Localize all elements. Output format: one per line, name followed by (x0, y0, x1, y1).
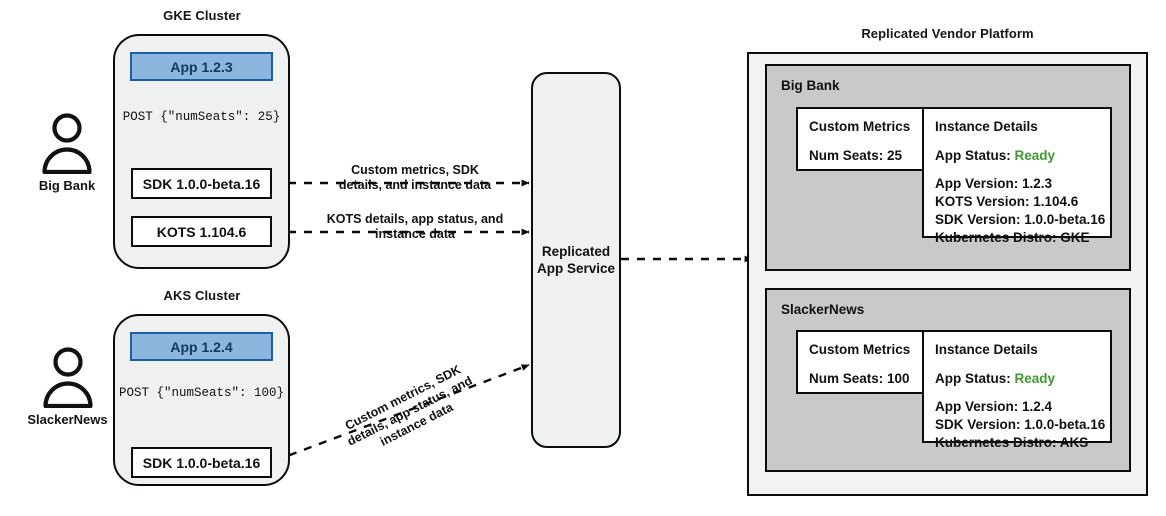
instance-row: App Version: 1.2.3 (935, 176, 1053, 191)
edge-label-line1: Custom metrics, SDK (351, 163, 479, 177)
user-icon (42, 113, 92, 174)
edge-label-line2: instance data (375, 227, 455, 241)
instance-row: SDK Version: 1.0.0-beta.16 (935, 417, 1106, 432)
actor-label: Big Bank (38, 178, 96, 193)
instance-row: Kubernetes Distro: AKS (935, 435, 1089, 450)
panel-row: Num Seats: 100 (809, 371, 910, 386)
instance-row: Kubernetes Distro: GKE (935, 230, 1090, 245)
gke-app-box[interactable]: App 1.2.3 (130, 52, 273, 81)
panel-title: Custom Metrics (809, 119, 911, 134)
panel-title: Instance Details (935, 119, 1038, 134)
app-status-label: App Status: (935, 371, 1011, 386)
edge-label-line1: KOTS details, app status, and (326, 212, 504, 226)
custom-metrics-panel-slackernews: Custom Metrics Num Seats: 100 (796, 330, 926, 394)
tenant-title: SlackerNews (781, 302, 865, 317)
platform-caption: Replicated Vendor Platform (861, 26, 1034, 41)
edge-label-sdk-to-service: Custom metrics, SDK details, and instanc… (330, 163, 500, 193)
instance-rows: App Version: 1.2.3 KOTS Version: 1.104.6… (935, 175, 1105, 247)
app-status-label: App Status: (935, 148, 1011, 163)
service-line1: Replicated (541, 244, 611, 259)
instance-row: KOTS Version: 1.104.6 (935, 194, 1079, 209)
aks-sdk-box[interactable]: SDK 1.0.0-beta.16 (131, 447, 272, 478)
custom-metrics-panel-big-bank: Custom Metrics Num Seats: 25 (796, 107, 926, 171)
gke-post-label: POST {"numSeats": 25} (122, 110, 281, 124)
user-icon (42, 347, 93, 408)
panel-title: Custom Metrics (809, 342, 911, 357)
panel-title: Instance Details (935, 342, 1038, 357)
edge-label-kots-to-service: KOTS details, app status, and instance d… (315, 212, 515, 242)
app-status-row: App Status: Ready (935, 147, 1055, 165)
instance-row: App Version: 1.2.4 (935, 399, 1053, 414)
actor-big-bank: Big Bank (22, 112, 112, 193)
edge-label-line2: details, app status, and (345, 373, 475, 449)
status-badge: Ready (1014, 371, 1056, 386)
gke-sdk-box[interactable]: SDK 1.0.0-beta.16 (131, 168, 272, 199)
service-line2: App Service (536, 261, 616, 276)
instance-details-panel-big-bank: Instance Details App Status: Ready App V… (922, 107, 1112, 245)
tenant-title: Big Bank (781, 78, 840, 93)
actor-slackernews: SlackerNews (10, 346, 125, 427)
instance-details-panel-slackernews: Instance Details App Status: Ready App V… (922, 330, 1112, 450)
instance-row: SDK Version: 1.0.0-beta.16 (935, 212, 1106, 227)
aks-app-box[interactable]: App 1.2.4 (130, 332, 273, 361)
actor-label: SlackerNews (27, 412, 108, 427)
aks-post-label: POST {"numSeats": 100} (118, 386, 285, 400)
replicated-app-service-box[interactable]: Replicated App Service (531, 72, 621, 448)
instance-rows: App Version: 1.2.4 SDK Version: 1.0.0-be… (935, 398, 1105, 452)
panel-row: Num Seats: 25 (809, 148, 903, 163)
edge-label-aks-sdk-to-service: Custom metrics, SDK details, app status,… (320, 351, 501, 473)
gke-kots-box[interactable]: KOTS 1.104.6 (131, 216, 272, 247)
app-status-row: App Status: Ready (935, 370, 1055, 388)
gke-cluster-caption: GKE Cluster (163, 8, 241, 23)
status-badge: Ready (1014, 148, 1056, 163)
edge-label-line2: details, and instance data (338, 178, 492, 192)
aks-cluster-caption: AKS Cluster (163, 288, 241, 303)
